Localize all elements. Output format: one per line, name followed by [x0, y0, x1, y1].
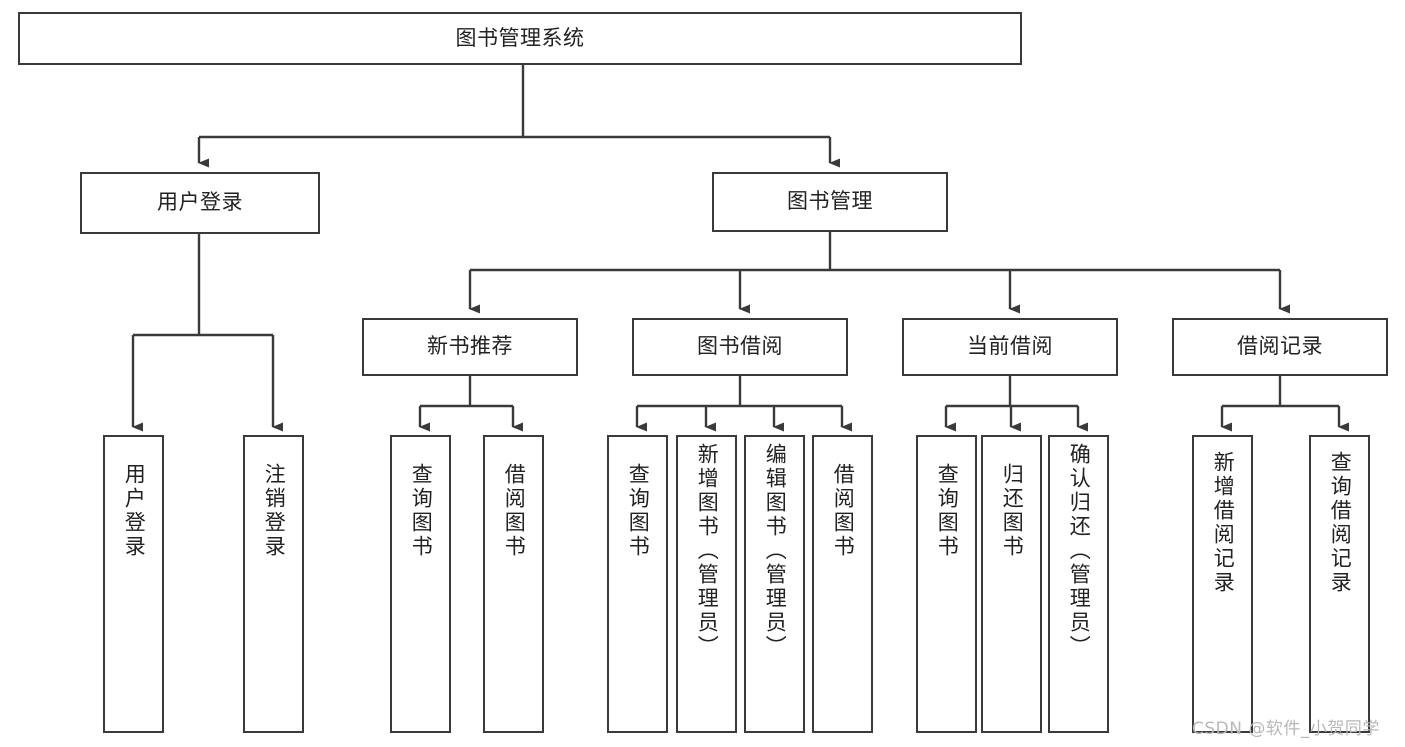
node-leaf-label: 查询图书 [409, 463, 434, 559]
node-leaf-book-borrow-add[interactable]: 新增图书（管理员） [676, 435, 737, 733]
node-book-management-label: 图书管理 [787, 189, 873, 214]
node-new-book-recommend[interactable]: 新书推荐 [362, 318, 578, 376]
node-book-borrow[interactable]: 图书借阅 [632, 318, 848, 376]
node-root-book-management-system[interactable]: 图书管理系统 [18, 12, 1022, 65]
node-leaf-current-borrow-query[interactable]: 查询图书 [916, 435, 977, 733]
node-leaf-label: 编辑图书（管理员） [763, 443, 788, 659]
node-leaf-label: 新增借阅记录 [1211, 451, 1236, 595]
node-book-borrow-label: 图书借阅 [697, 334, 783, 359]
node-leaf-label: 用户登录 [122, 463, 147, 559]
node-current-borrow-label: 当前借阅 [967, 334, 1053, 359]
node-leaf-label: 查询借阅记录 [1328, 451, 1353, 595]
node-leaf-current-borrow-confirm-return[interactable]: 确认归还（管理员） [1048, 435, 1109, 733]
node-leaf-new-book-borrow[interactable]: 借阅图书 [483, 435, 544, 733]
node-leaf-user-login-signout[interactable]: 注销登录 [243, 435, 304, 733]
edges [131, 65, 1349, 432]
node-leaf-book-borrow-edit[interactable]: 编辑图书（管理员） [744, 435, 805, 733]
node-leaf-label: 确认归还（管理员） [1067, 443, 1092, 659]
node-leaf-label: 注销登录 [262, 463, 287, 559]
node-leaf-book-borrow-lend[interactable]: 借阅图书 [812, 435, 873, 733]
node-leaf-label: 查询图书 [935, 463, 960, 559]
node-leaf-label: 新增图书（管理员） [695, 443, 720, 659]
node-leaf-current-borrow-return[interactable]: 归还图书 [981, 435, 1042, 733]
node-user-login[interactable]: 用户登录 [80, 172, 320, 234]
node-leaf-label: 借阅图书 [502, 463, 527, 559]
node-book-management[interactable]: 图书管理 [712, 172, 948, 232]
node-borrow-record[interactable]: 借阅记录 [1172, 318, 1388, 376]
node-new-book-recommend-label: 新书推荐 [427, 334, 513, 359]
node-leaf-borrow-record-query[interactable]: 查询借阅记录 [1309, 435, 1370, 733]
node-leaf-new-book-query[interactable]: 查询图书 [390, 435, 451, 733]
node-user-login-label: 用户登录 [157, 190, 243, 215]
csdn-watermark: CSDN @软件_小贺同学 [1192, 719, 1380, 739]
node-leaf-label: 借阅图书 [831, 463, 856, 559]
node-leaf-user-login-signin[interactable]: 用户登录 [103, 435, 164, 733]
node-current-borrow[interactable]: 当前借阅 [902, 318, 1118, 376]
node-root-label: 图书管理系统 [455, 25, 585, 50]
node-leaf-label: 查询图书 [626, 463, 651, 559]
node-leaf-book-borrow-query[interactable]: 查询图书 [607, 435, 668, 733]
node-leaf-borrow-record-add[interactable]: 新增借阅记录 [1192, 435, 1253, 733]
node-borrow-record-label: 借阅记录 [1237, 334, 1323, 359]
node-leaf-label: 归还图书 [1000, 463, 1025, 559]
